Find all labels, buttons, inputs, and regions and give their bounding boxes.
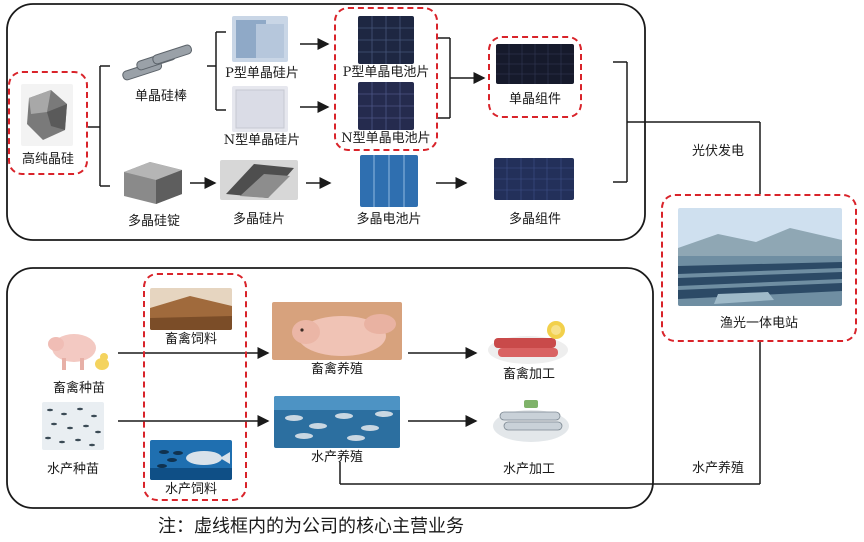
n-cell-image bbox=[358, 82, 414, 130]
label-poly-module: 多晶组件 bbox=[508, 212, 561, 227]
label-mono-rod: 单晶硅棒 bbox=[134, 89, 187, 104]
label-poly-wafer: 多晶硅片 bbox=[232, 212, 285, 227]
aquatic-seed-image bbox=[42, 402, 104, 450]
livestock-processing-image bbox=[486, 314, 572, 368]
livestock-seed-image bbox=[44, 324, 114, 374]
label-livestock-seed: 畜禽种苗 bbox=[52, 381, 105, 396]
label-pv-station: 渔光一体电站 bbox=[719, 316, 798, 331]
label-aquaculture-link: 水产养殖 bbox=[691, 461, 744, 476]
mono-rod-image bbox=[116, 42, 202, 84]
label-aquatic-feed: 水产饲料 bbox=[164, 482, 217, 497]
footnote: 注：虚线框内的为公司的核心主营业务 bbox=[158, 516, 464, 537]
label-livestock-farming: 畜禽养殖 bbox=[310, 362, 363, 377]
label-pv-power: 光伏发电 bbox=[691, 144, 744, 159]
poly-module-image bbox=[494, 158, 574, 200]
label-livestock-feed: 畜禽饲料 bbox=[164, 332, 217, 347]
high-purity-si-image bbox=[21, 84, 73, 146]
aquatic-processing-image bbox=[488, 392, 574, 448]
core-box-high-purity-si bbox=[8, 71, 88, 175]
livestock-feed-image bbox=[150, 288, 232, 330]
label-n-cell: N型单晶电池片 bbox=[341, 131, 431, 146]
agri-container bbox=[6, 267, 654, 509]
core-box-pv-station bbox=[661, 194, 857, 342]
label-mono-module: 单晶组件 bbox=[508, 92, 561, 107]
aquatic-farming-image bbox=[274, 396, 400, 448]
label-p-cell: P型单晶电池片 bbox=[342, 65, 430, 80]
p-wafer-image bbox=[232, 16, 288, 62]
label-n-wafer: N型单晶硅片 bbox=[223, 133, 301, 148]
poly-wafer-image bbox=[220, 160, 298, 200]
pv-station-image bbox=[678, 208, 842, 306]
label-poly-ingot: 多晶硅锭 bbox=[127, 214, 180, 229]
core-box-feed bbox=[143, 273, 247, 501]
n-wafer-image bbox=[232, 86, 288, 132]
label-livestock-processing: 畜禽加工 bbox=[502, 367, 555, 382]
label-aquatic-processing: 水产加工 bbox=[502, 462, 555, 477]
label-aquatic-farming: 水产养殖 bbox=[310, 450, 363, 465]
aquatic-feed-image bbox=[150, 440, 232, 480]
poly-ingot-image bbox=[120, 152, 186, 206]
p-cell-image bbox=[358, 16, 414, 64]
label-p-wafer: P型单晶硅片 bbox=[225, 66, 299, 81]
mono-module-image bbox=[496, 44, 574, 84]
livestock-farming-image bbox=[272, 302, 402, 360]
label-poly-cell: 多晶电池片 bbox=[356, 212, 422, 227]
core-box-mono-module bbox=[488, 36, 582, 118]
label-aquatic-seed: 水产种苗 bbox=[46, 462, 99, 477]
label-high-purity-si: 高纯晶硅 bbox=[21, 152, 74, 167]
core-box-mono-cells bbox=[334, 7, 438, 151]
poly-cell-image bbox=[360, 155, 418, 207]
